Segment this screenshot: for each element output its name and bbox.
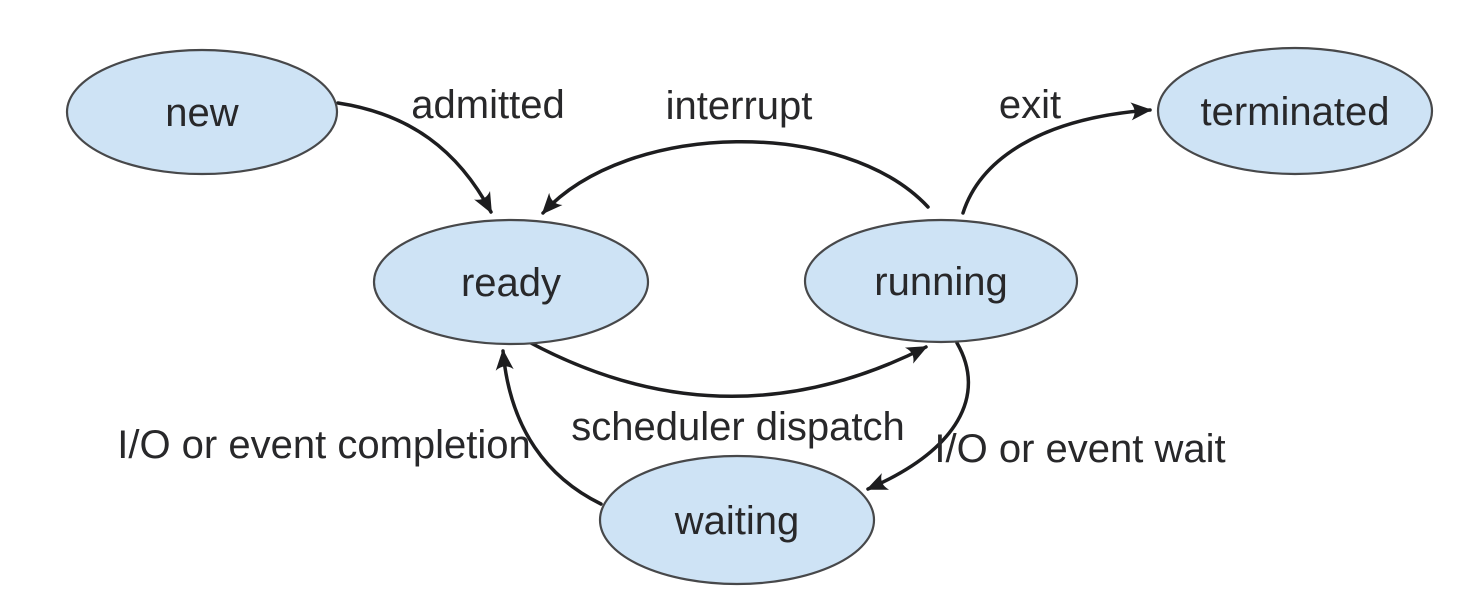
transition-scheduler-dispatch-arrow: [527, 340, 928, 399]
state-ready: [372, 218, 650, 346]
state-terminated: [1156, 46, 1434, 176]
transition-label-io-event-completion: I/O or event completion: [117, 423, 531, 467]
transition-io-event-wait-arrow: [866, 341, 971, 491]
state-label-waiting: waiting: [674, 499, 800, 543]
transition-exit-arrow: [961, 102, 1152, 215]
transition-label-exit: exit: [999, 83, 1061, 127]
transition-io-event-completion-arrow: [495, 349, 603, 506]
transition-admitted-arrow: [336, 101, 493, 214]
transition-interrupt-arrow: [541, 140, 930, 215]
transition-label-scheduler-dispatch: scheduler dispatch: [571, 405, 905, 449]
state-label-ready: ready: [461, 261, 561, 305]
state-running: [803, 218, 1079, 344]
state-label-running: running: [874, 260, 1007, 304]
transition-label-admitted: admitted: [411, 83, 564, 127]
state-label-terminated: terminated: [1201, 90, 1390, 134]
transition-label-interrupt: interrupt: [666, 84, 813, 128]
state-waiting: [598, 454, 876, 586]
state-new: [65, 48, 339, 176]
transition-label-io-event-wait: I/O or event wait: [934, 427, 1225, 471]
state-label-new: new: [165, 91, 238, 135]
